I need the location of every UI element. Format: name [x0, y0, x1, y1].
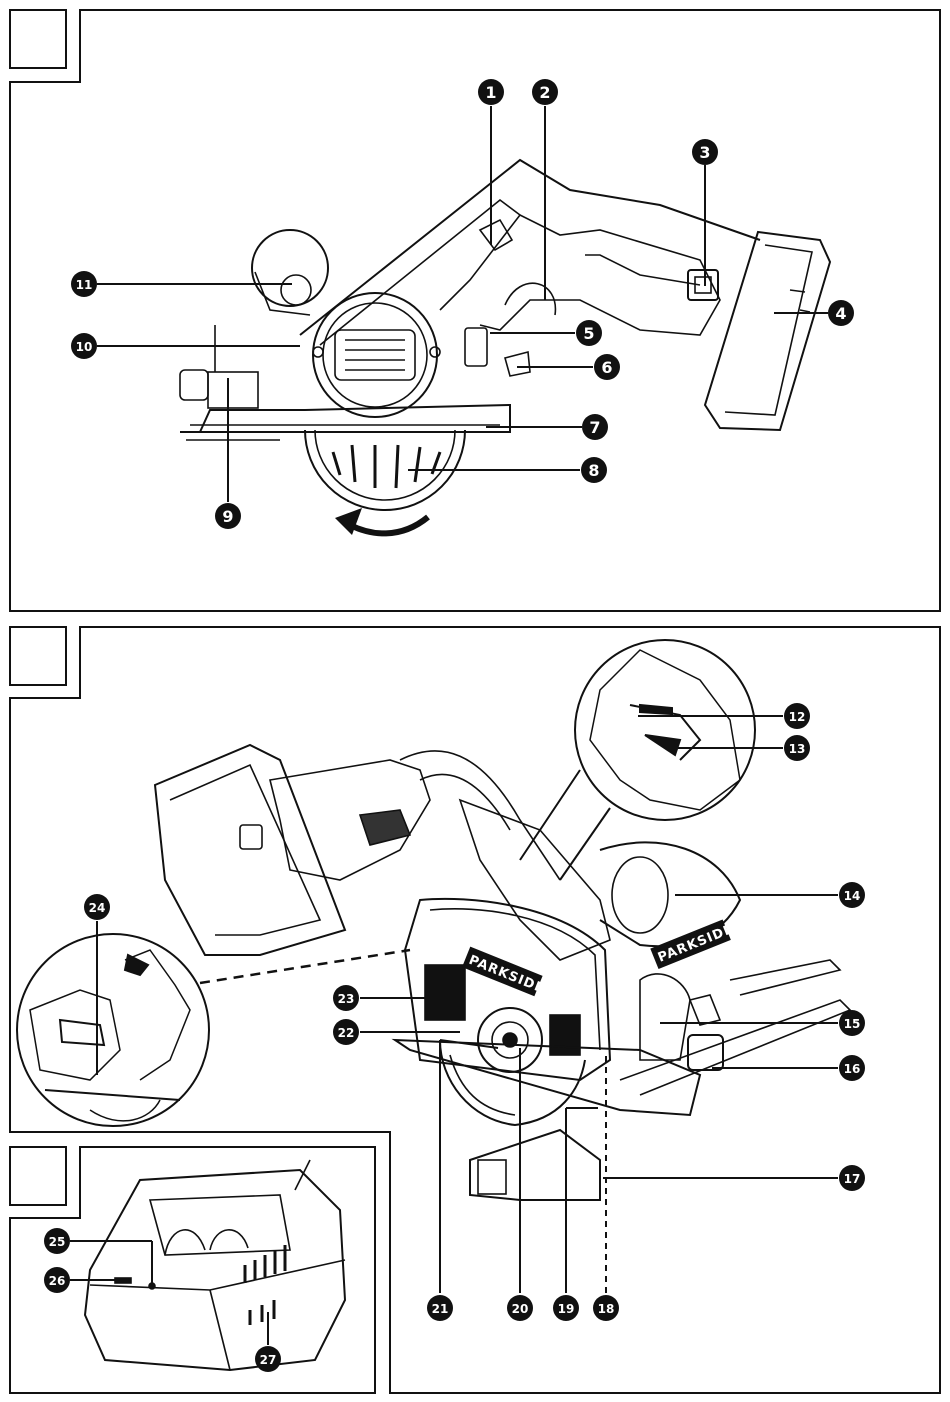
callout-14: 14 — [839, 882, 865, 908]
callout-3: 3 — [692, 139, 718, 165]
callout-8: 8 — [581, 457, 607, 483]
svg-text:27: 27 — [260, 1353, 277, 1367]
svg-text:4: 4 — [835, 304, 846, 323]
callout-2: 2 — [532, 79, 558, 105]
callout-22: 22 — [333, 1019, 359, 1045]
callout-1: 1 — [478, 79, 504, 105]
svg-text:20: 20 — [512, 1302, 529, 1316]
callout-26: 26 — [44, 1267, 70, 1293]
callout-7: 7 — [582, 414, 608, 440]
callout-6: 6 — [594, 354, 620, 380]
callout-12: 12 — [784, 703, 810, 729]
svg-text:6: 6 — [601, 358, 612, 377]
svg-text:12: 12 — [789, 710, 806, 724]
callout-10: 10 — [71, 333, 97, 359]
callout-19: 19 — [553, 1295, 579, 1321]
callout-24: 24 — [84, 894, 110, 920]
callout-9: 9 — [215, 503, 241, 529]
svg-text:5: 5 — [583, 324, 594, 343]
svg-text:13: 13 — [789, 742, 806, 756]
svg-text:16: 16 — [844, 1062, 861, 1076]
svg-text:14: 14 — [844, 889, 861, 903]
callout-4: 4 — [828, 300, 854, 326]
svg-text:1: 1 — [485, 83, 496, 102]
callout-23: 23 — [333, 985, 359, 1011]
callout-27: 27 — [255, 1346, 281, 1372]
detail-inset-lock — [17, 934, 209, 1126]
svg-text:3: 3 — [699, 143, 710, 162]
svg-text:8: 8 — [588, 461, 599, 480]
detail-inset-switch — [520, 640, 755, 880]
svg-text:2: 2 — [539, 83, 550, 102]
svg-text:15: 15 — [844, 1017, 861, 1031]
callout-21: 21 — [427, 1295, 453, 1321]
svg-text:23: 23 — [338, 992, 355, 1006]
callout-15: 15 — [839, 1010, 865, 1036]
callout-18: 18 — [593, 1295, 619, 1321]
svg-text:9: 9 — [222, 507, 233, 526]
svg-text:25: 25 — [49, 1235, 66, 1249]
callout-5: 5 — [576, 320, 602, 346]
svg-text:18: 18 — [598, 1302, 615, 1316]
callout-17: 17 — [839, 1165, 865, 1191]
callout-25: 25 — [44, 1228, 70, 1254]
rotation-arrow — [350, 517, 428, 533]
callout-20: 20 — [507, 1295, 533, 1321]
callout-11: 11 — [71, 271, 97, 297]
saw-side-view — [180, 160, 830, 510]
svg-text:19: 19 — [558, 1302, 575, 1316]
callout-16: 16 — [839, 1055, 865, 1081]
svg-text:24: 24 — [89, 901, 106, 915]
svg-text:21: 21 — [432, 1302, 449, 1316]
svg-text:22: 22 — [338, 1026, 355, 1040]
charger-drawing — [85, 1160, 345, 1370]
svg-text:10: 10 — [76, 340, 93, 354]
brand-label-motor: PARKSIDE — [650, 917, 736, 969]
panel-3-leaders — [70, 1241, 268, 1345]
callout-13: 13 — [784, 735, 810, 761]
brand-label-guard: PARKSIDE — [462, 947, 548, 999]
svg-text:26: 26 — [49, 1274, 66, 1288]
svg-text:17: 17 — [844, 1172, 861, 1186]
svg-text:7: 7 — [589, 418, 600, 437]
svg-text:11: 11 — [76, 278, 93, 292]
